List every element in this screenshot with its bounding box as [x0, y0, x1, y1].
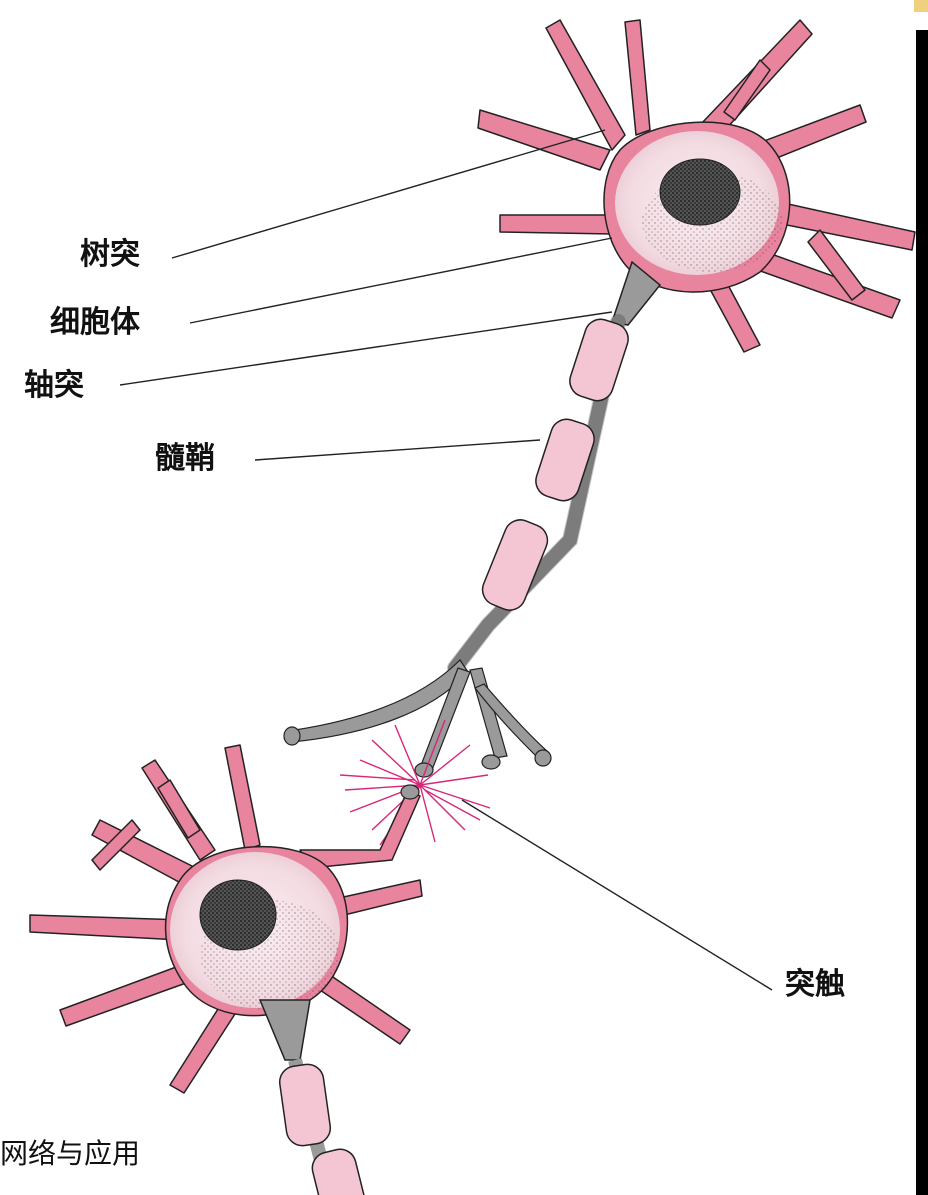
label-myelin: 髓鞘: [155, 444, 215, 474]
leader-line-synapse: [462, 800, 772, 990]
leader-line-dendrite: [172, 130, 605, 258]
axon-terminals: [284, 660, 551, 777]
myelin-segment: [278, 1062, 333, 1147]
right-edge-bar: [916, 30, 928, 1195]
postsynaptic-knob: [401, 785, 419, 799]
lower-myelin-sheaths: [278, 1062, 371, 1195]
leader-line-axon: [120, 312, 612, 385]
myelin-sheaths: [478, 315, 633, 615]
lower-axon-hillock: [260, 1000, 310, 1060]
myelin-segment: [566, 315, 633, 405]
upper-neuron: [284, 20, 915, 777]
label-axon: 轴突: [24, 371, 84, 401]
synapse-spark: [340, 720, 490, 845]
leader-line-myelin: [255, 440, 540, 460]
lower-nucleus: [200, 880, 276, 950]
label-dendrite: 树突: [80, 240, 140, 270]
upper-nucleus: [660, 159, 740, 225]
label-soma: 细胞体: [50, 308, 140, 338]
edge-highlight: [914, 0, 928, 12]
lower-neuron: [30, 745, 422, 1195]
leader-line-soma: [190, 238, 612, 323]
footer-caption: 网络与应用: [0, 1140, 140, 1168]
label-synapse: 突触: [785, 970, 845, 1000]
